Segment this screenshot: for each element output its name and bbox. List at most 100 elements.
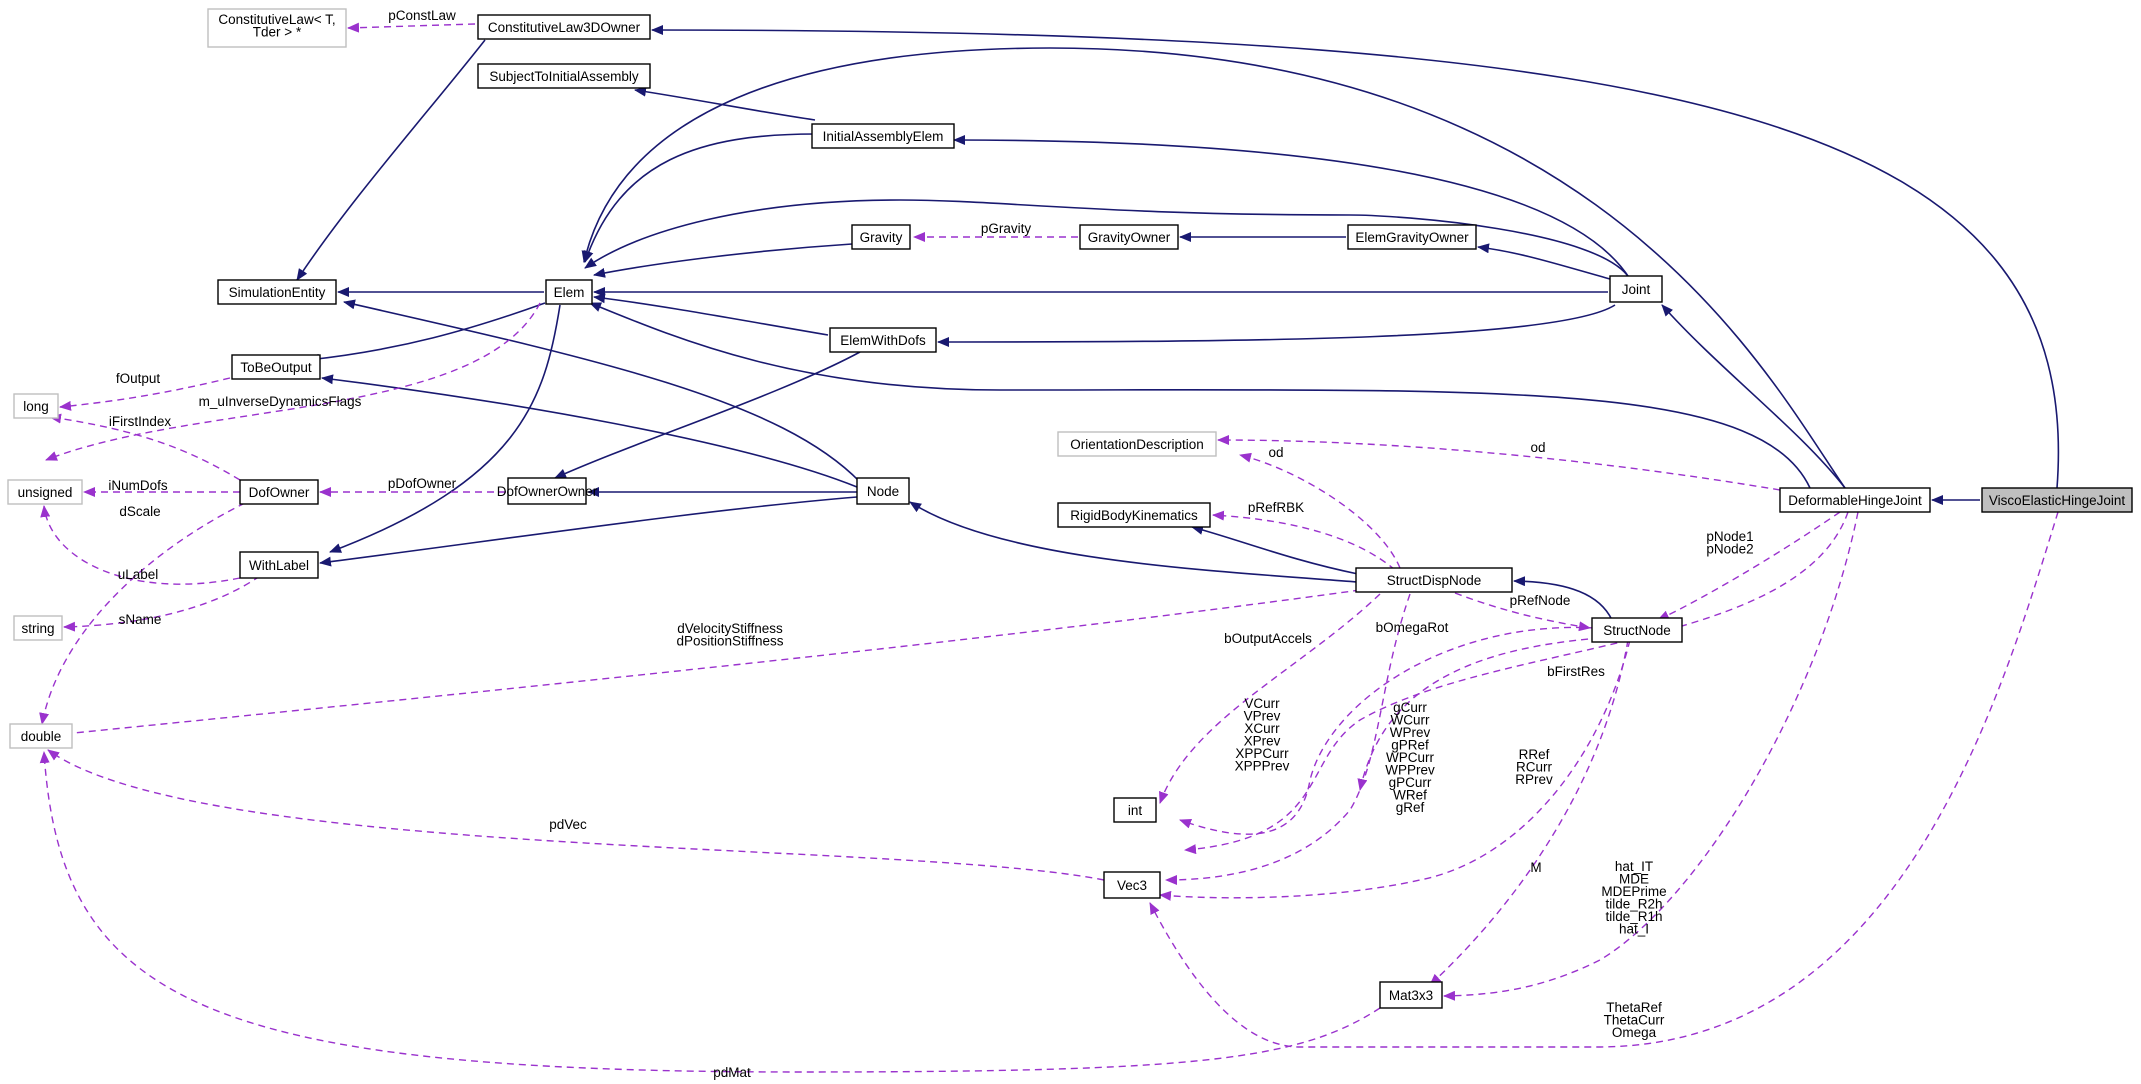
node-orientation-description[interactable]: OrientationDescription <box>1057 431 1217 457</box>
text-line: ToBeOutput <box>240 360 312 375</box>
svg-text:ConstitutiveLaw3DOwner: ConstitutiveLaw3DOwner <box>488 20 641 35</box>
svg-text:Mat3x3: Mat3x3 <box>1389 988 1433 1003</box>
node-subject-to-initial-assembly[interactable]: SubjectToInitialAssembly <box>477 63 651 89</box>
text-line: gCurr <box>1393 700 1427 715</box>
svg-text:Joint: Joint <box>1622 282 1651 297</box>
label-bomegarot: bOmegaRot <box>1376 620 1449 635</box>
text-line: long <box>23 399 49 414</box>
text-line: od <box>1268 445 1283 460</box>
edge-ewd-to-elem <box>593 293 829 336</box>
text-line: gPCurr <box>1389 775 1432 790</box>
text-line: Joint <box>1622 282 1651 297</box>
edge-joint-to-ewd <box>937 304 1616 347</box>
node-deformable-hinge-joint[interactable]: DeformableHingeJoint <box>1779 487 1931 513</box>
text-line: SubjectToInitialAssembly <box>489 69 639 84</box>
text-line: RigidBodyKinematics <box>1070 508 1198 523</box>
text-line: M <box>1530 860 1541 875</box>
text-line: WPPrev <box>1385 763 1435 778</box>
node-struct-disp-node[interactable]: StructDispNode <box>1355 567 1513 593</box>
edge-m <box>1429 639 1629 986</box>
label-prefnode: pRefNode <box>1510 593 1571 608</box>
svg-text:DeformableHingeJoint: DeformableHingeJoint <box>1788 493 1922 508</box>
text-line: Gravity <box>860 230 903 245</box>
node-visco-elastic-hinge-joint[interactable]: ViscoElasticHingeJoint <box>1981 487 2133 513</box>
node-elem[interactable]: Elem <box>545 279 593 305</box>
label-inumdofs: iNumDofs <box>108 478 168 493</box>
edge-theta <box>1149 511 2059 1048</box>
text-line: WRef <box>1393 788 1427 803</box>
node-long[interactable]: long <box>13 393 59 419</box>
node-to-be-output[interactable]: ToBeOutput <box>231 354 321 380</box>
label-foutput: fOutput <box>116 371 161 386</box>
text-line: bOmegaRot <box>1376 620 1449 635</box>
edge-hat <box>1443 511 1859 1001</box>
edge-prefrbk <box>1212 510 1396 571</box>
text-line: StructNode <box>1603 623 1671 638</box>
node-initial-assembly-elem[interactable]: InitialAssemblyElem <box>811 123 955 149</box>
node-mat3x3[interactable]: Mat3x3 <box>1379 981 1443 1009</box>
text-line: od <box>1530 440 1545 455</box>
node-joint[interactable]: Joint <box>1609 275 1663 303</box>
node-node[interactable]: Node <box>856 477 910 505</box>
edge-rref <box>1159 639 1631 901</box>
text-line: RRef <box>1519 747 1550 762</box>
text-line: ThetaCurr <box>1604 1013 1665 1028</box>
node-int[interactable]: int <box>1113 797 1157 823</box>
svg-text:StructDispNode: StructDispNode <box>1387 573 1482 588</box>
text-line: DofOwner <box>249 485 310 500</box>
node-gravity[interactable]: Gravity <box>851 224 911 250</box>
edge-iae-to-elem <box>583 133 816 263</box>
node-dof-owner-owner[interactable]: DofOwnerOwner <box>497 477 598 505</box>
edge-node-to-tobeoutput <box>321 374 858 488</box>
svg-text:ElemWithDofs: ElemWithDofs <box>840 333 926 348</box>
svg-text:unsigned: unsigned <box>18 485 73 500</box>
svg-text:Elem: Elem <box>554 285 585 300</box>
edge-node-to-withlabel <box>319 496 858 567</box>
node-vec3[interactable]: Vec3 <box>1103 871 1161 899</box>
svg-text:double: double <box>21 729 62 744</box>
edge-ulabel <box>40 505 241 585</box>
svg-text:DofOwner: DofOwner <box>249 485 310 500</box>
text-line: pdMat <box>713 1065 751 1080</box>
node-double[interactable]: double <box>9 723 73 749</box>
text-line: StructDispNode <box>1387 573 1482 588</box>
node-dof-owner[interactable]: DofOwner <box>239 479 319 505</box>
text-line: pConstLaw <box>388 8 456 23</box>
svg-text:ElemGravityOwner: ElemGravityOwner <box>1355 230 1469 245</box>
edge-elem-to-tobeoutput <box>307 302 546 364</box>
edge-structnode-to-sdn <box>1513 576 1613 621</box>
node-elem-with-dofs[interactable]: ElemWithDofs <box>829 327 937 353</box>
node-gravity-owner[interactable]: GravityOwner <box>1079 224 1179 250</box>
text-line: iFirstIndex <box>109 414 172 429</box>
text-line: dVelocityStiffness <box>677 621 783 636</box>
node-rigid-body-kinematics[interactable]: RigidBodyKinematics <box>1057 502 1211 528</box>
node-elem-gravity-owner[interactable]: ElemGravityOwner <box>1347 224 1477 250</box>
label-od-deformable: od <box>1530 440 1545 455</box>
node-string[interactable]: string <box>13 615 63 641</box>
node-constitutive-law-3d-owner[interactable]: ConstitutiveLaw3DOwner <box>477 14 651 40</box>
text-line: Elem <box>554 285 585 300</box>
node-with-label[interactable]: WithLabel <box>239 551 319 579</box>
text-line: tilde_R2h <box>1605 897 1662 912</box>
node-constitutive-law[interactable]: ConstitutiveLaw< T,Tder > * <box>207 8 347 48</box>
text-line: ConstitutiveLaw3DOwner <box>488 20 641 35</box>
node-simulation-entity[interactable]: SimulationEntity <box>217 279 337 305</box>
text-line: InitialAssemblyElem <box>823 129 944 144</box>
edge-joint-to-iae <box>953 135 1631 280</box>
edge-foutput <box>59 377 231 411</box>
text-line: unsigned <box>18 485 73 500</box>
edge-joint-to-egowner <box>1477 243 1611 280</box>
edge-visco-to-cl3downer <box>651 25 2060 489</box>
edge-ifirstindex <box>49 413 241 481</box>
node-unsigned[interactable]: unsigned <box>7 479 83 505</box>
svg-text:ConstitutiveLaw< T,Tder > *: ConstitutiveLaw< T,Tder > * <box>218 12 335 40</box>
edge-stiffness <box>53 589 1361 739</box>
text-line: Vec3 <box>1117 878 1147 893</box>
text-line: VCurr <box>1244 696 1280 711</box>
edge-sname <box>63 575 261 632</box>
node-struct-node[interactable]: StructNode <box>1591 617 1683 643</box>
text-line: XPPCurr <box>1235 746 1289 761</box>
text-line: GravityOwner <box>1088 230 1171 245</box>
